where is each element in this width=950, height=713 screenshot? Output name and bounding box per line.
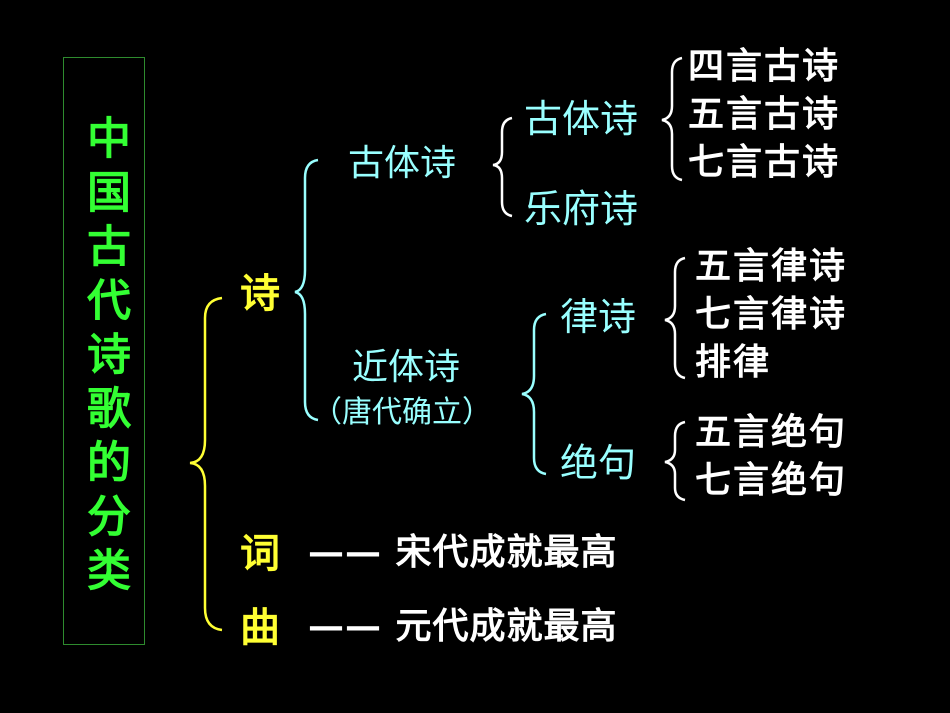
title-frame: [63, 57, 145, 645]
guti-item-1: 四言古诗: [688, 45, 841, 87]
category-qu: 曲: [240, 605, 280, 651]
branch-jinti: 近体诗: [352, 347, 461, 388]
guti-child-yuefu: 乐府诗: [524, 187, 639, 231]
shi-brace: [294, 158, 319, 422]
guti-child-guti: 古体诗: [524, 97, 639, 141]
category-ci: 词: [240, 531, 280, 577]
jinti-child-lushi: 律诗: [560, 295, 637, 339]
jueju-item-1: 五言绝句: [695, 411, 848, 453]
lushi-item-1: 五言律诗: [695, 245, 848, 287]
main-brace: [189, 296, 223, 632]
jueju-item-2: 七言绝句: [695, 459, 848, 501]
category-shi: 诗: [240, 271, 280, 317]
jueju-brace: [664, 420, 686, 502]
guti-brace: [492, 116, 513, 218]
lushi-brace: [664, 256, 686, 380]
ci-description: —— 宋代成就最高: [308, 531, 618, 573]
guti-items-brace: [661, 56, 683, 182]
branch-guti: 古体诗: [348, 143, 457, 184]
lushi-item-2: 七言律诗: [695, 293, 848, 335]
diagram-title: 中国古代诗歌的分类: [79, 115, 130, 601]
lushi-item-3: 排律: [695, 341, 772, 383]
branch-jinti-note: （唐代确立）: [312, 395, 492, 430]
jinti-brace: [521, 312, 547, 476]
qu-description: —— 元代成就最高: [308, 605, 618, 647]
guti-item-3: 七言古诗: [688, 141, 841, 183]
guti-item-2: 五言古诗: [688, 93, 841, 135]
jinti-child-jueju: 绝句: [560, 441, 637, 485]
